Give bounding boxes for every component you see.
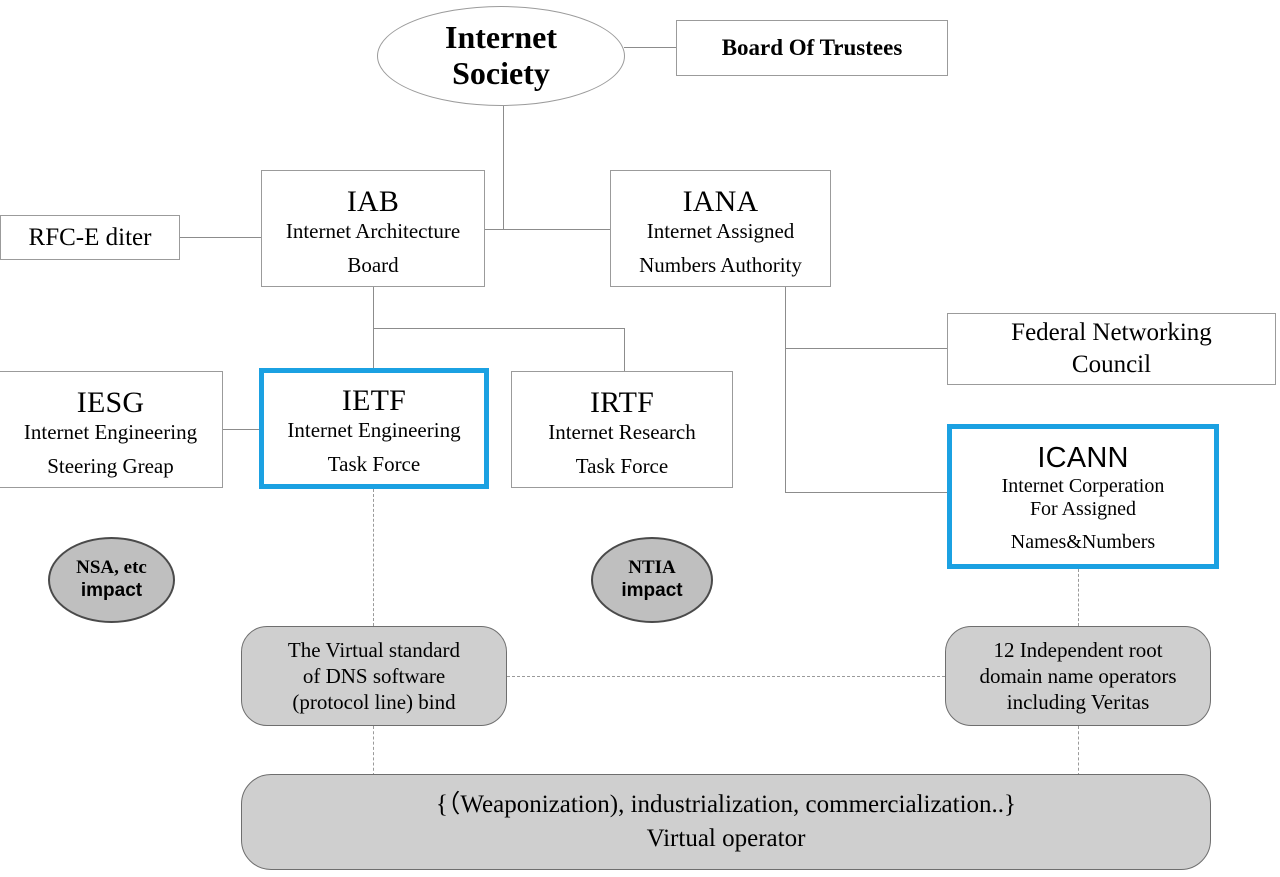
- dns-standard-line3: (protocol line) bind: [292, 690, 456, 715]
- node-federal-networking-council[interactable]: Federal Networking Council: [947, 313, 1276, 385]
- dns-standard-line1: The Virtual standard: [287, 637, 461, 662]
- node-irtf[interactable]: IRTF Internet Research Task Force: [511, 371, 733, 488]
- root-operators-line3: including Veritas: [1006, 690, 1150, 715]
- root-operators-line1: 12 Independent root: [993, 637, 1163, 662]
- iesg-subtitle-line1: Internet Engineering: [23, 419, 198, 444]
- iab-subtitle-line1: Internet Architecture: [285, 218, 461, 243]
- iana-subtitle-line1: Internet Assigned: [646, 218, 795, 243]
- connector-branch-to-irtf: [624, 328, 625, 371]
- virtual-operator-line1: {（Weaponization), industrialization, com…: [435, 791, 1017, 819]
- dotted-dns-to-virtual-operator: [373, 726, 374, 776]
- dns-standard-line2: of DNS software: [302, 663, 446, 688]
- irtf-title: IRTF: [589, 385, 654, 419]
- node-iana[interactable]: IANA Internet Assigned Numbers Authority: [610, 170, 831, 287]
- dotted-icann-to-root: [1078, 569, 1079, 626]
- node-rfc-editor[interactable]: RFC-E diter: [0, 215, 180, 260]
- node-ntia-impact[interactable]: NTIA impact: [591, 537, 713, 623]
- node-dns-standard[interactable]: The Virtual standard of DNS software (pr…: [241, 626, 507, 726]
- node-ietf[interactable]: IETF Internet Engineering Task Force: [259, 368, 489, 489]
- connector-iab-iana-bus: [485, 229, 611, 230]
- connector-rfc-to-iab: [180, 237, 261, 238]
- connector-isoc-to-board: [624, 47, 677, 48]
- ietf-subtitle-line1: Internet Engineering: [287, 417, 461, 442]
- dotted-dns-to-root: [507, 676, 945, 677]
- connector-iab-down: [373, 287, 374, 368]
- board-of-trustees-label: Board Of Trustees: [721, 35, 903, 61]
- fnc-line2: Council: [1071, 351, 1152, 378]
- nsa-impact-line1: NSA, etc: [76, 557, 147, 579]
- ietf-subtitle-line2: Task Force: [327, 451, 421, 476]
- icann-subtitle-line3: Names&Numbers: [1010, 530, 1156, 553]
- fnc-line1: Federal Networking: [1011, 318, 1212, 346]
- iana-title: IANA: [682, 184, 759, 218]
- connector-iana-to-fnc: [785, 348, 947, 349]
- irtf-subtitle-line2: Task Force: [575, 453, 669, 478]
- node-iab[interactable]: IAB Internet Architecture Board: [261, 170, 485, 287]
- internet-society-line1: Internet: [445, 19, 557, 56]
- node-board-of-trustees[interactable]: Board Of Trustees: [676, 20, 948, 76]
- iesg-subtitle-line2: Steering Greap: [47, 453, 174, 478]
- iana-subtitle-line2: Numbers Authority: [639, 252, 802, 277]
- connector-iana-to-icann: [785, 492, 947, 493]
- ietf-title: IETF: [341, 383, 407, 417]
- iab-subtitle-line2: Board: [347, 252, 399, 277]
- ntia-impact-line2: impact: [621, 580, 683, 601]
- iab-title: IAB: [346, 184, 400, 218]
- connector-isoc-down: [503, 100, 504, 229]
- node-internet-society[interactable]: Internet Society: [377, 6, 625, 106]
- icann-subtitle-line2: For Assigned: [1029, 498, 1137, 521]
- node-virtual-operator[interactable]: {（Weaponization), industrialization, com…: [241, 774, 1211, 870]
- node-nsa-impact[interactable]: NSA, etc impact: [48, 537, 175, 623]
- root-operators-line2: domain name operators: [979, 663, 1177, 688]
- node-iesg[interactable]: IESG Internet Engineering Steering Greap: [0, 371, 223, 488]
- icann-title: ICANN: [1037, 441, 1129, 474]
- virtual-operator-line2: Virtual operator: [646, 825, 806, 852]
- connector-iab-branch-bus: [373, 328, 625, 329]
- nsa-impact-line2: impact: [80, 580, 143, 601]
- rfc-editor-label: RFC-E diter: [28, 223, 152, 251]
- iesg-title: IESG: [76, 385, 145, 419]
- irtf-subtitle-line1: Internet Research: [548, 419, 696, 444]
- dotted-root-to-virtual-operator: [1078, 726, 1079, 776]
- node-icann[interactable]: ICANN Internet Corperation For Assigned …: [947, 424, 1219, 569]
- dotted-ietf-to-dns: [373, 489, 374, 626]
- connector-iana-down: [785, 287, 786, 492]
- internet-society-line2: Society: [452, 55, 550, 91]
- ntia-impact-line1: NTIA: [628, 557, 676, 579]
- node-root-operators[interactable]: 12 Independent root domain name operator…: [945, 626, 1211, 726]
- connector-iesg-to-ietf: [223, 429, 259, 430]
- icann-subtitle-line1: Internet Corperation: [1001, 474, 1165, 497]
